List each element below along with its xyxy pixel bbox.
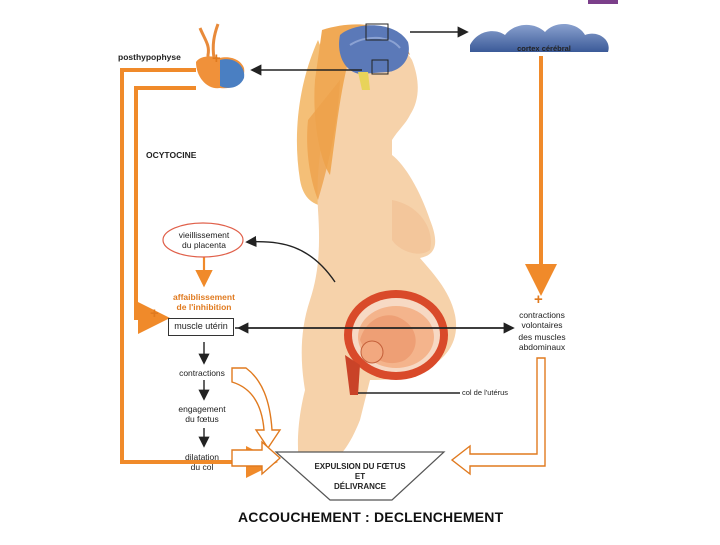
label-ocytocine: OCYTOCINE xyxy=(146,150,196,160)
label-affaiblissement-2: de l'inhibition xyxy=(168,302,240,312)
label-col-uterus: col de l'utérus xyxy=(462,388,508,398)
label-contractions-vol-1: contractions xyxy=(506,310,578,320)
label-dilatation-2: du col xyxy=(172,462,232,472)
label-vieillissement-1: vieillissement xyxy=(168,230,240,240)
muscle-uterin-box: muscle utérin xyxy=(168,318,234,336)
label-engagement-2: du fœtus xyxy=(170,414,234,424)
label-contractions-vol-2: volontaires xyxy=(506,320,578,330)
corner-accent xyxy=(588,0,618,4)
plus-sign-contractions: + xyxy=(534,293,543,307)
label-contractions-vol-4: abdominaux xyxy=(506,342,578,352)
woman-figure xyxy=(297,24,456,470)
label-contractions-vol-3: des muscles xyxy=(506,332,578,342)
plus-sign-muscle: + xyxy=(150,307,159,321)
label-contractions: contractions xyxy=(172,368,232,378)
label-expulsion-3: DÉLIVRANCE xyxy=(300,482,420,492)
label-expulsion-1: EXPULSION DU FŒTUS xyxy=(300,462,420,472)
label-dilatation-1: dilatation xyxy=(172,452,232,462)
label-engagement-1: engagement xyxy=(170,404,234,414)
label-posthypophyse: posthypophyse xyxy=(118,52,181,62)
label-cortex: cortex cérébral xyxy=(510,44,578,54)
label-vieillissement-2: du placenta xyxy=(168,240,240,250)
label-expulsion-2: ET xyxy=(300,472,420,482)
caption-title: ACCOUCHEMENT : DECLENCHEMENT xyxy=(238,509,538,525)
label-affaiblissement-1: affaiblissement xyxy=(168,292,240,302)
plus-sign-posthypophyse: + xyxy=(212,52,221,66)
